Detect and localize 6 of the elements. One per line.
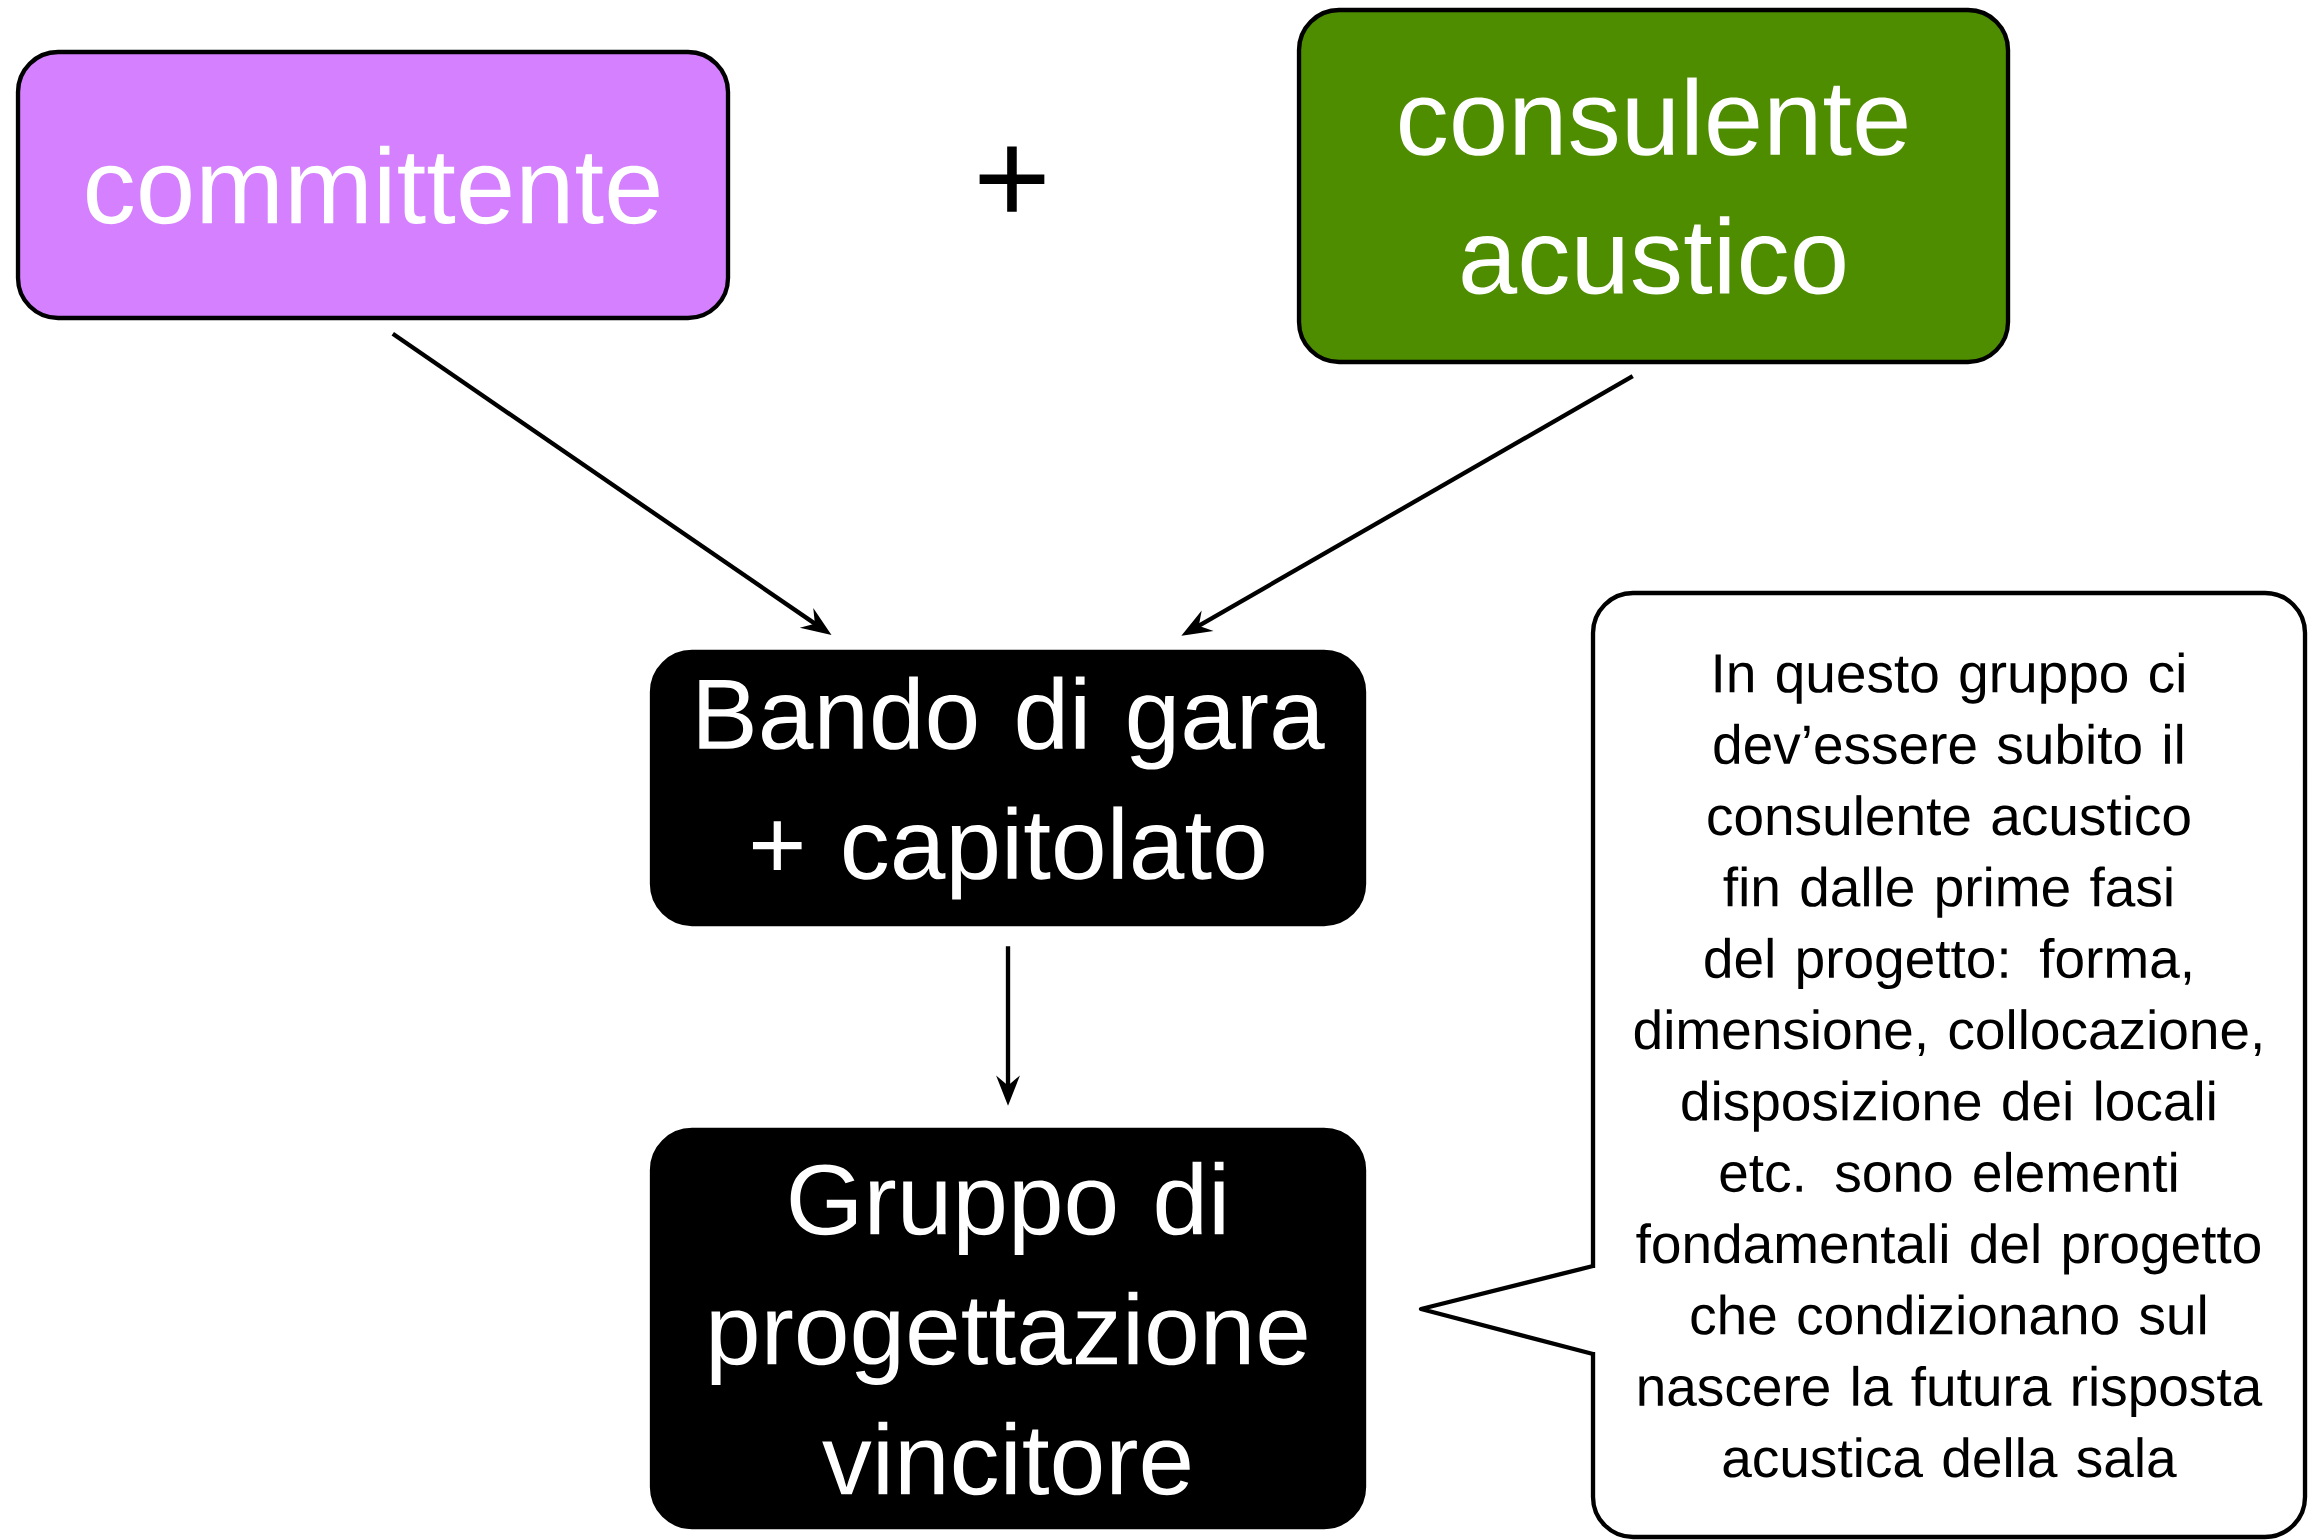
role-box: consulente acustico [1296,7,2011,365]
speech-bubble: In questo gruppo ci dev’essere subito il consulente acustico fin dalle prime fasi del progetto: forma, dimensione, collocazione, disposizione dei locali etc. sono elementi fondamentali del progetto che condizionano sul nascere la futura risposta acustica della sala [1418,590,2308,1540]
role-box: committente [15,49,731,321]
process-box: Bando di gara + capitolato [649,649,1367,927]
process-box: Gruppo di progettazione vincitore [649,1127,1367,1530]
plus-sign: + [979,146,1045,212]
